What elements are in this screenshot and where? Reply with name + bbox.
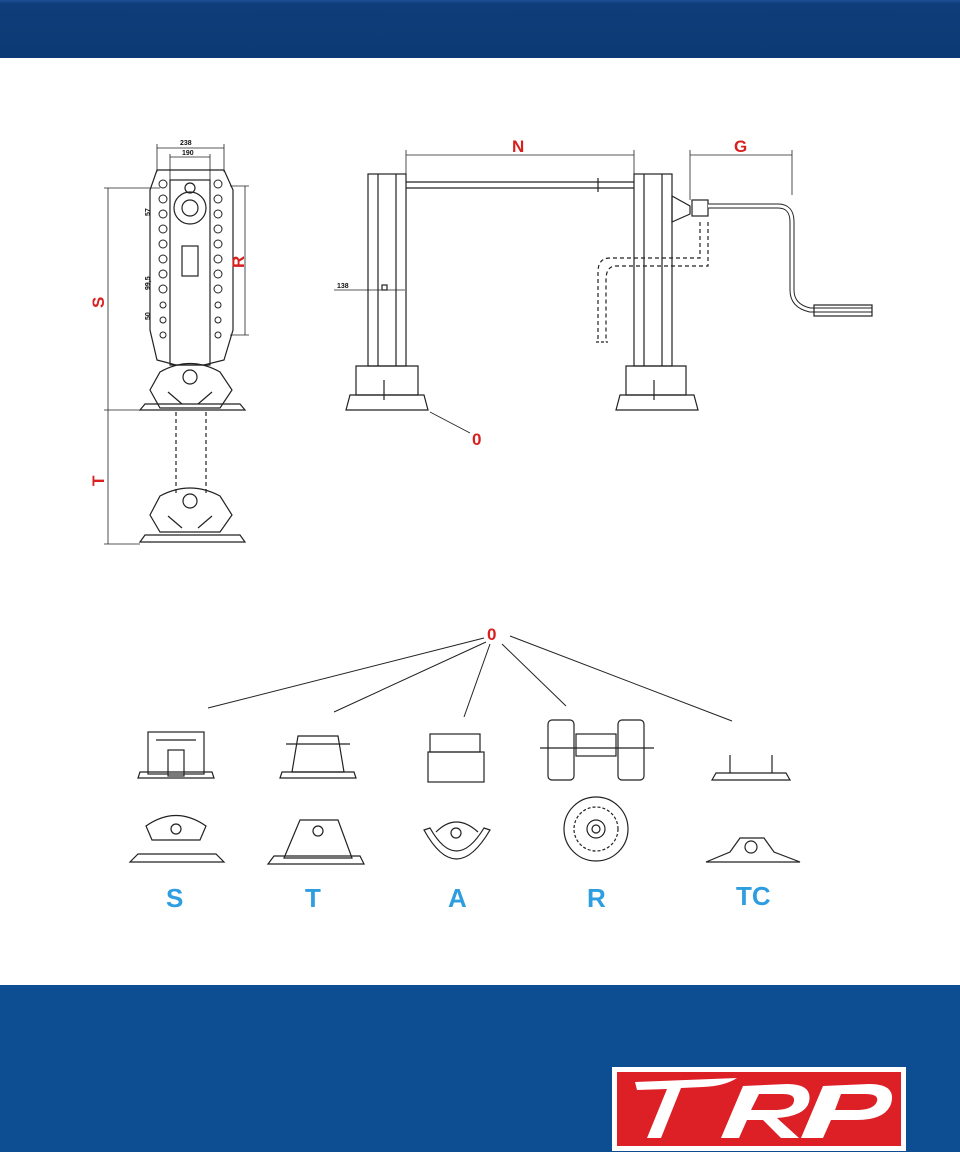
dim-width-outer: 238 <box>180 140 192 147</box>
foot-type-a <box>423 733 491 860</box>
dim-step: 57 <box>145 208 152 216</box>
foot-code-t: T <box>305 883 321 913</box>
foot-code-a: A <box>448 883 467 913</box>
callout-lines <box>207 635 733 722</box>
dim-pitch: 99,5 <box>145 276 152 290</box>
label-callout: 0 <box>487 625 496 644</box>
label-foot: 0 <box>472 430 481 449</box>
foot-code-s: S <box>166 883 183 913</box>
foot-type-r <box>540 719 654 862</box>
front-view-assembly <box>345 173 873 411</box>
label-r: R <box>229 256 248 268</box>
side-view-leg <box>138 169 247 543</box>
dim-hole: 50 <box>145 312 152 320</box>
dim-width-inner: 190 <box>182 150 194 157</box>
trp-logo-mark <box>635 1078 893 1138</box>
foot-type-s <box>128 731 226 863</box>
label-g: G <box>734 137 747 156</box>
trp-logo <box>612 1067 906 1151</box>
technical-drawing: 238 190 57 99,5 50 S R T N G 138 0 0 S T… <box>89 137 873 913</box>
label-t: T <box>89 475 108 486</box>
foot-code-r: R <box>587 883 606 913</box>
foot-type-t <box>266 735 365 865</box>
header-bar <box>0 0 960 58</box>
label-s: S <box>89 297 108 308</box>
foot-type-tc <box>705 755 801 863</box>
foot-code-tc: TC <box>736 881 771 911</box>
dim-leg: 138 <box>337 283 349 290</box>
label-n: N <box>512 137 524 156</box>
